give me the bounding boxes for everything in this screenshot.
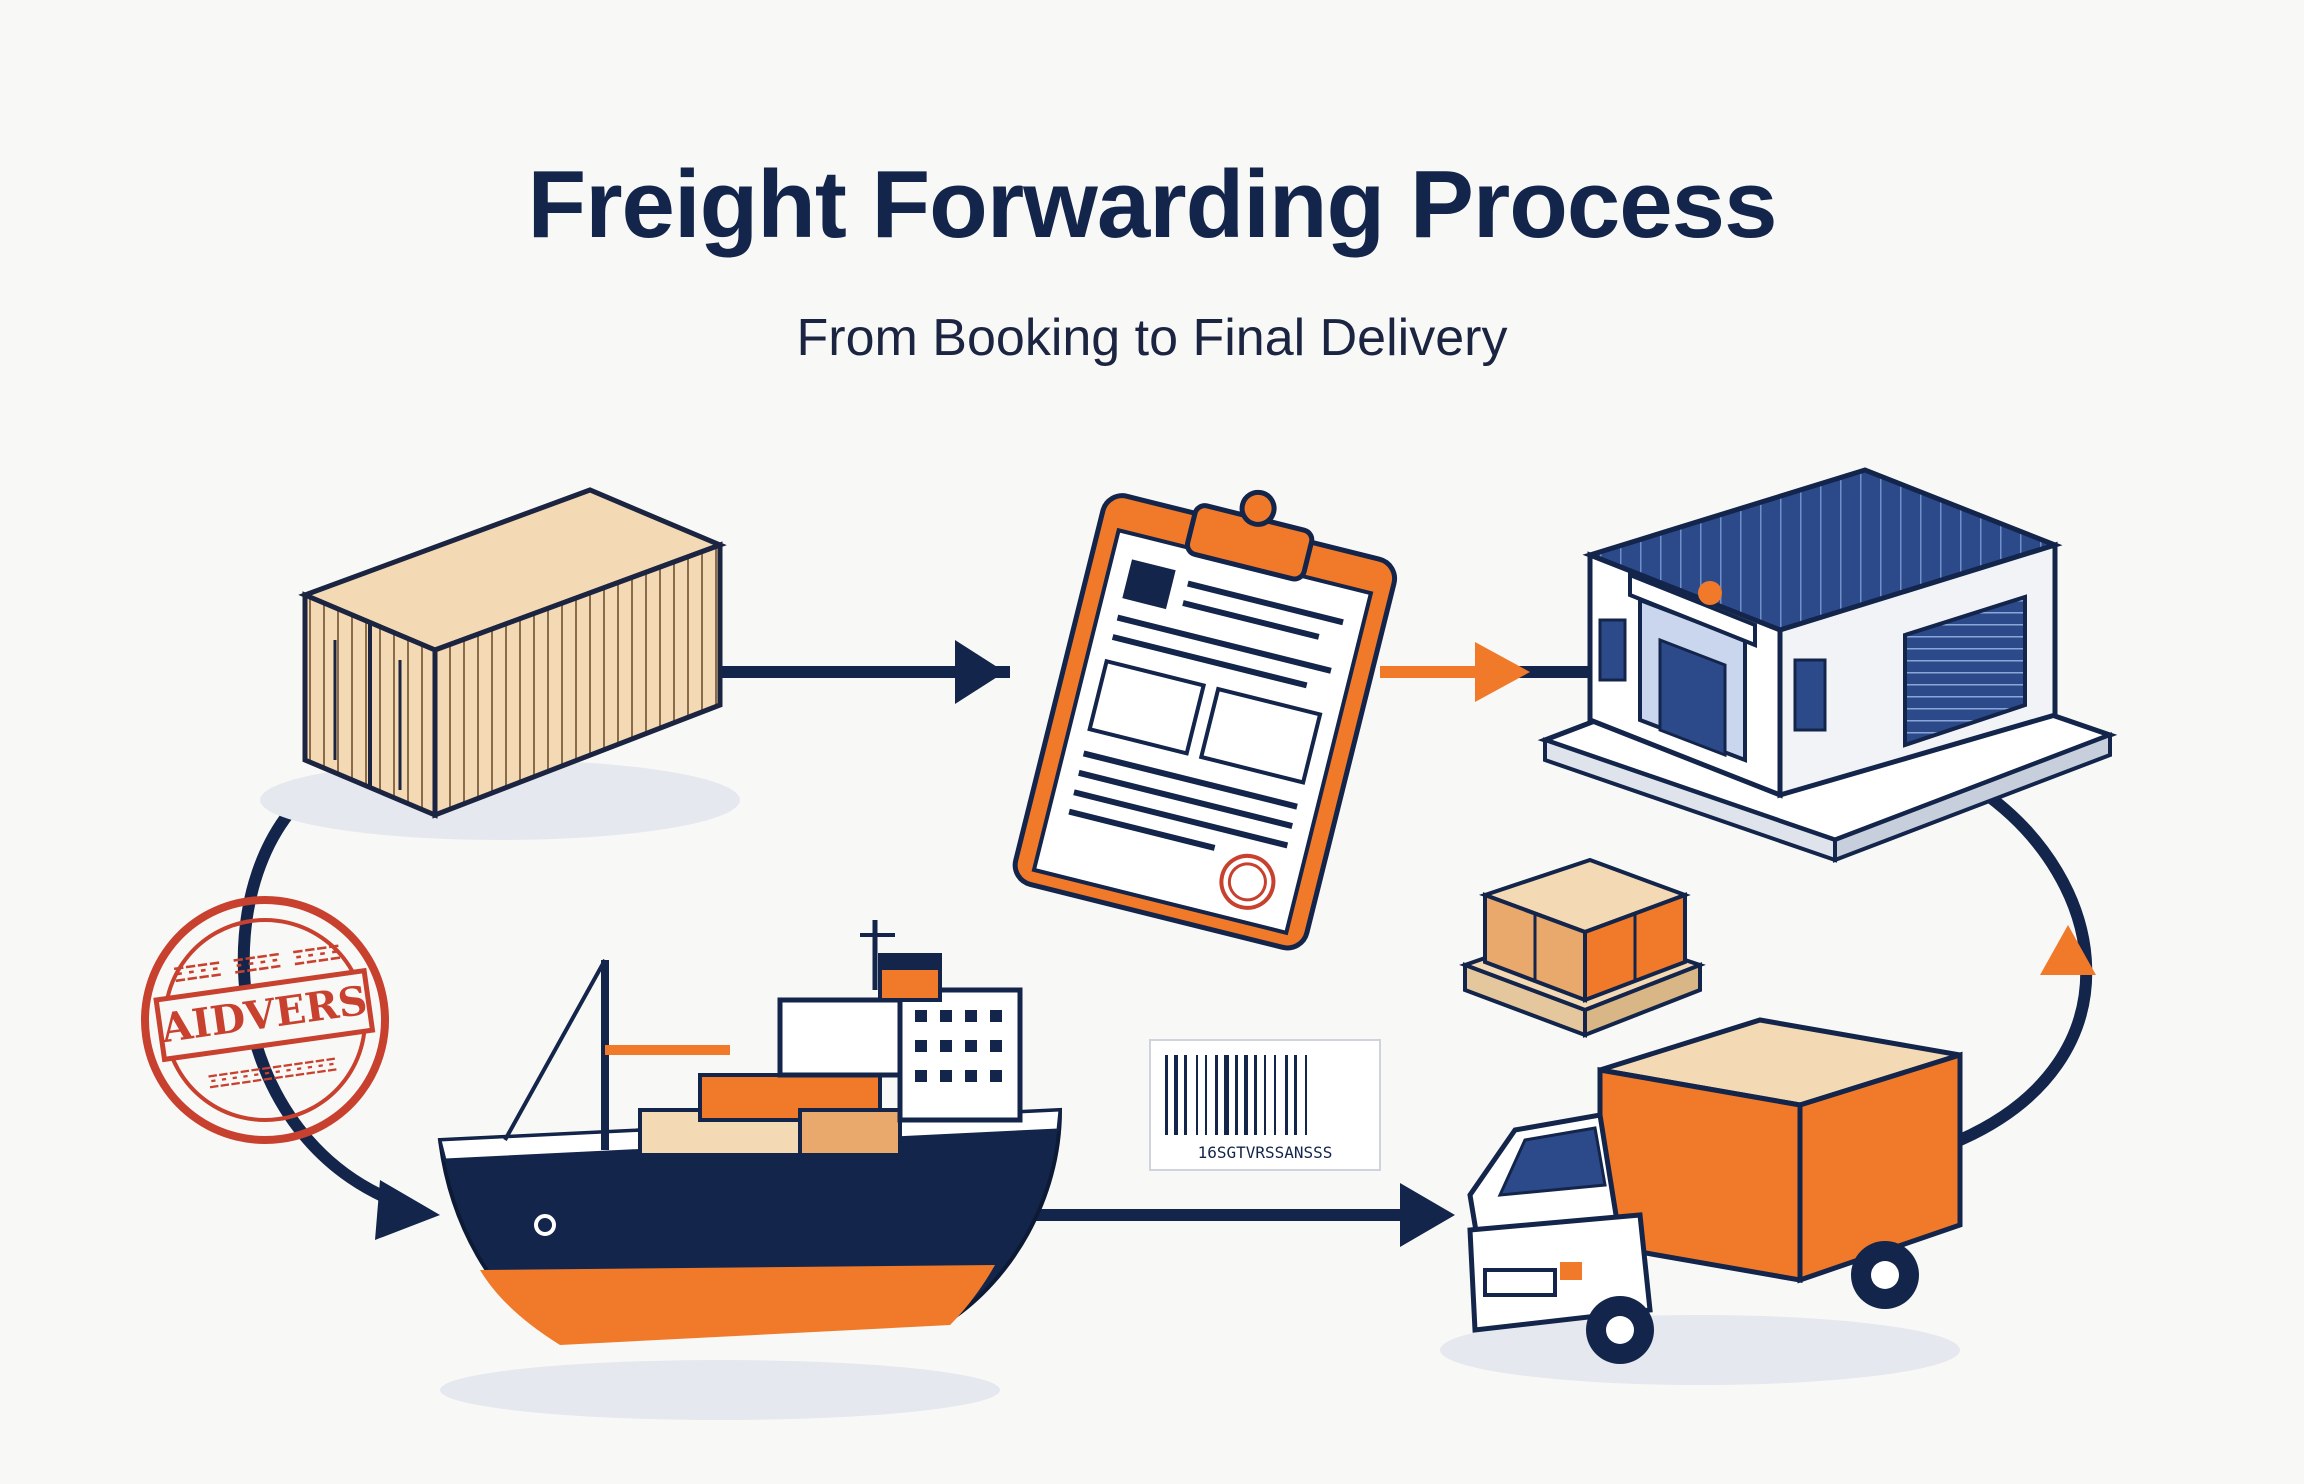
page-subtitle: From Booking to Final Delivery <box>796 309 1508 367</box>
page-title: Freight Forwarding Process <box>527 151 1778 258</box>
pallet-boxes-icon <box>1459 857 1706 1038</box>
shipping-container-icon <box>260 487 740 840</box>
flow-arrows <box>237 640 2096 1247</box>
cargo-ship-icon <box>437 920 1063 1420</box>
arrow-head-icon <box>375 1180 440 1240</box>
barcode-label-icon: 16SGTVRSSANSSS <box>1149 1039 1381 1171</box>
arrow-head-icon <box>2040 925 2096 975</box>
clipboard-document-icon <box>1012 489 1398 951</box>
arrow-head-icon <box>1475 642 1530 702</box>
delivery-truck-icon <box>1440 1017 1963 1385</box>
barcode-number: 16SGTVRSSANSSS <box>1198 1143 1333 1162</box>
arrow-head-icon <box>955 640 1005 704</box>
customs-stamp-icon: ΞΞΞΞ ΞΞΞΞ ΞΞΞΞ AIDVERS ΞΞΞΞΞΞΞΞΞΞΞΞ <box>141 896 389 1144</box>
arrow-head-icon <box>1400 1183 1455 1247</box>
warehouse-icon <box>1537 467 2118 863</box>
barcode-bars <box>1165 1055 1307 1135</box>
